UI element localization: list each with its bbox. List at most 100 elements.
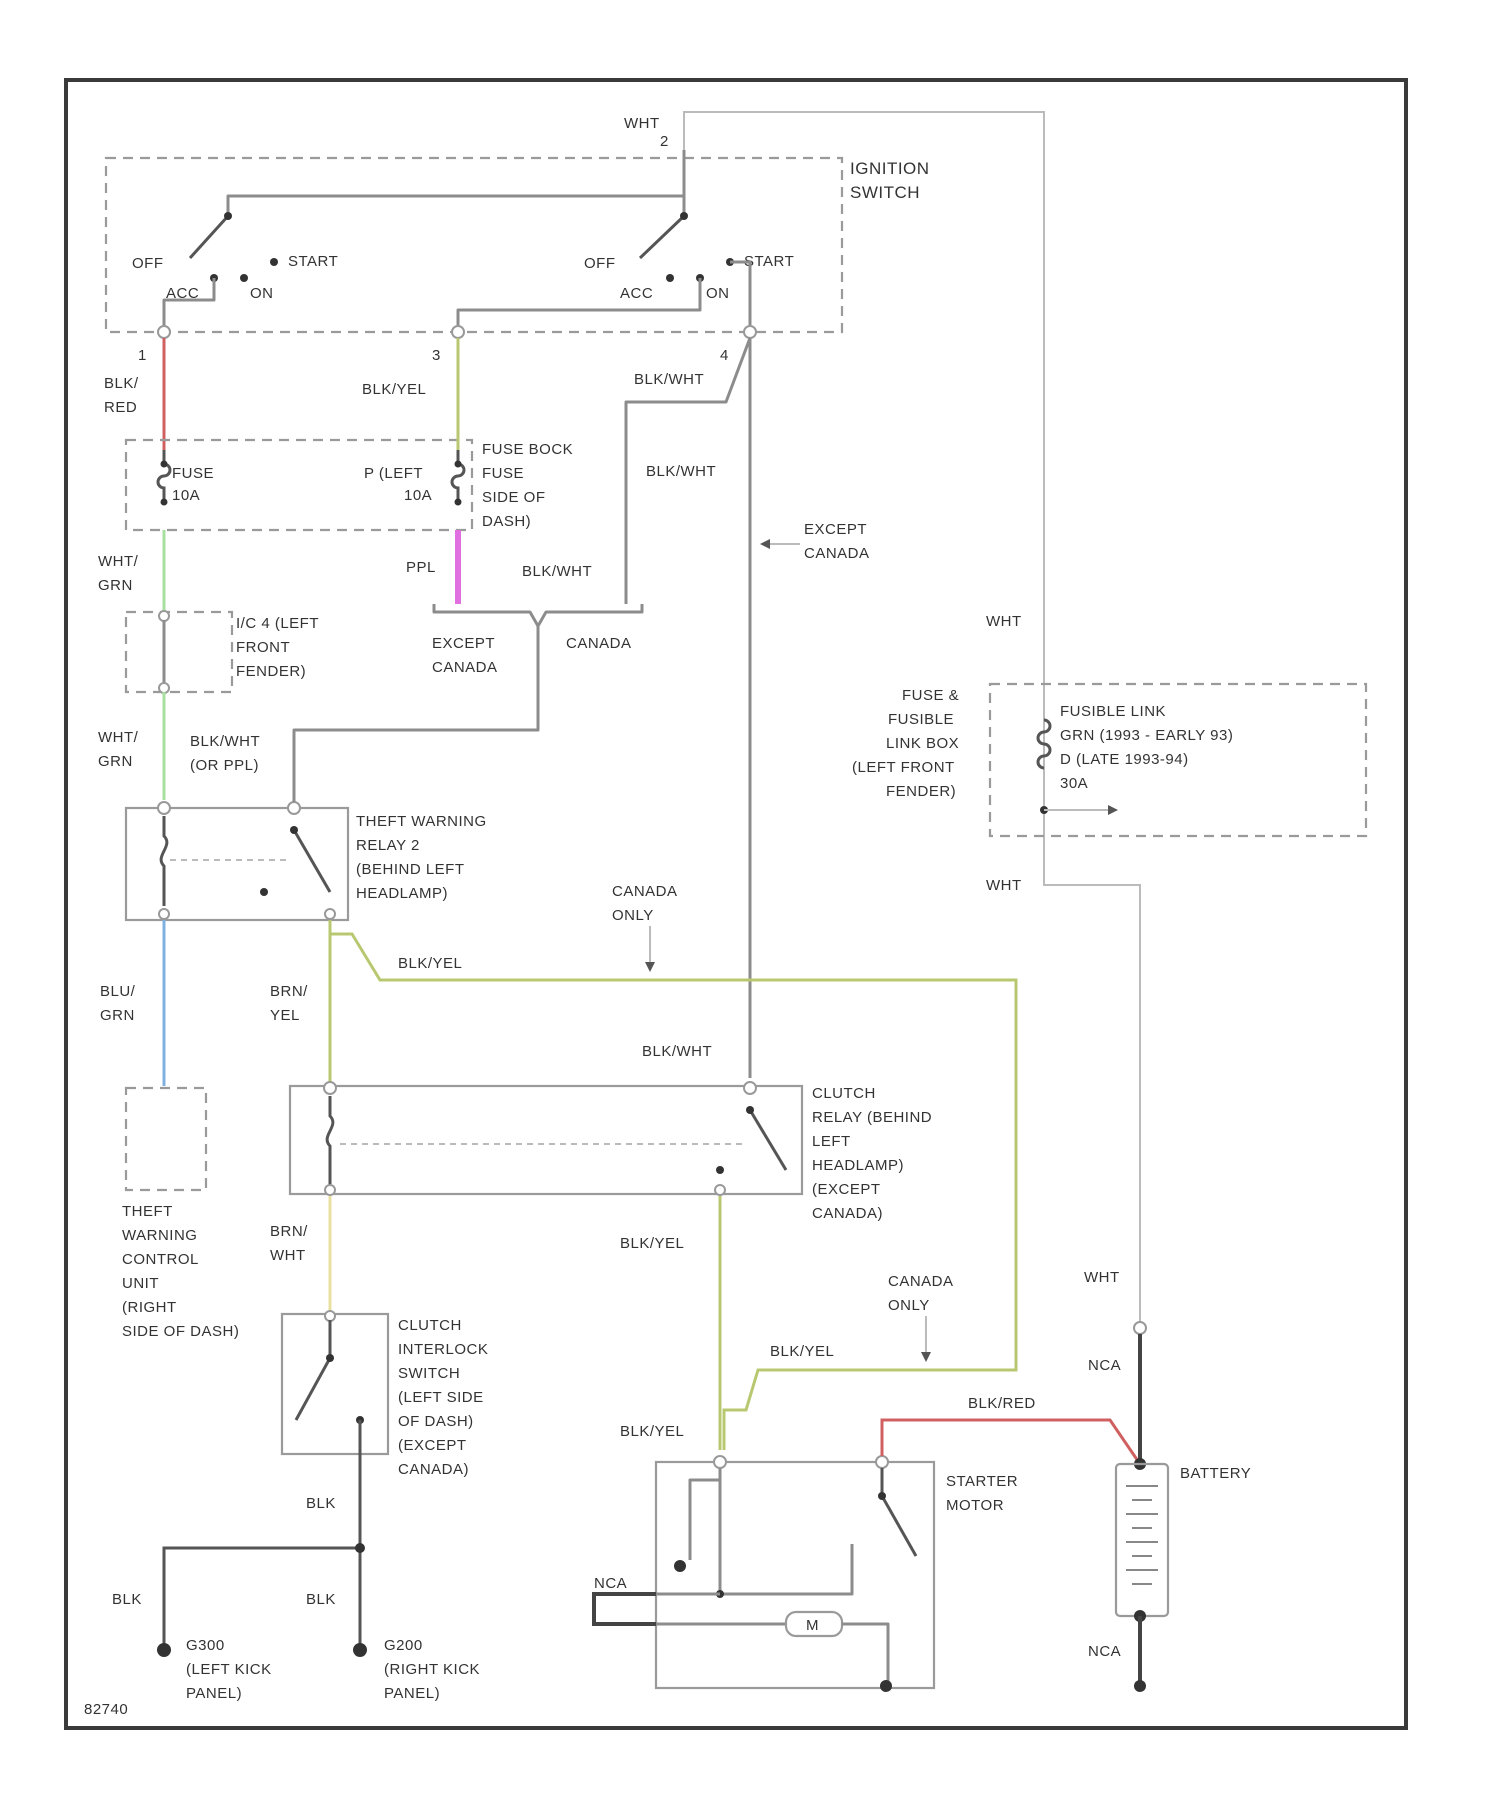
theft-relay-label: THEFT WARNING RELAY 2 (BEHIND LEFT HEADL…	[356, 813, 491, 902]
except-canada-right-label: EXCEPT CANADA	[804, 521, 871, 562]
pin-3-label: 3	[432, 347, 441, 364]
switch-pivot-1	[224, 212, 232, 220]
battery-label: BATTERY	[1180, 1465, 1251, 1482]
blk-wht-or-ppl-label: BLK/WHT (OR PPL)	[190, 733, 265, 774]
switch-pivot-2	[680, 212, 688, 220]
ground-g200	[353, 1643, 367, 1657]
blk-wht-low-label: BLK/WHT	[642, 1043, 712, 1060]
starter-pin-s	[714, 1456, 726, 1468]
fuse-right-top-dot	[455, 461, 462, 468]
on-label-2: ON	[706, 285, 730, 302]
clutch-relay-pin-2	[744, 1082, 756, 1094]
clutch-relay-pin-1	[324, 1082, 336, 1094]
nca-top-label: NCA	[1088, 1357, 1121, 1374]
battery-connector	[1134, 1322, 1146, 1334]
pin-4-label: 4	[720, 347, 729, 364]
clutch-relay-pin-3	[325, 1185, 335, 1195]
ignition-switch-label: IGNITION SWITCH	[850, 159, 935, 202]
theft-relay-pivot	[290, 826, 298, 834]
theft-relay-pin-4	[325, 909, 335, 919]
clutch-relay-arm	[750, 1110, 786, 1170]
g-right-label: G200 (RIGHT KICK PANEL)	[384, 1637, 485, 1702]
blk-wht-top-label: BLK/WHT	[634, 371, 704, 388]
starter-hold-wire	[690, 1468, 720, 1560]
battery-ground	[1134, 1680, 1146, 1692]
blk-wht-mid-label: BLK/WHT	[646, 463, 716, 480]
blk-yel-low2-label: BLK/YEL	[770, 1343, 834, 1360]
ground-splice	[355, 1543, 365, 1553]
starter-pin-b	[876, 1456, 888, 1468]
start-label-1: START	[288, 253, 338, 270]
brn-wht-label: BRN/ WHT	[270, 1223, 313, 1264]
blk-red-battery-wire	[882, 1420, 1140, 1464]
ppl-label: PPL	[406, 559, 436, 576]
connector-label: I/C 4 (LEFT FRONT FENDER)	[236, 615, 323, 680]
connector-pin-bottom	[159, 683, 169, 693]
theft-relay-pin-3	[159, 909, 169, 919]
nca-left-label: NCA	[594, 1575, 627, 1592]
ignition-pin-3	[452, 326, 464, 338]
fuse-left-bottom-dot	[161, 499, 168, 506]
interlock-pivot	[326, 1354, 334, 1362]
ignition-bus	[228, 150, 684, 216]
clutch-relay-label: CLUTCH RELAY (BEHIND LEFT HEADLAMP) (EXC…	[812, 1085, 937, 1222]
fusible-link-label: FUSIBLE LINK GRN (1993 - EARLY 93) D (LA…	[1060, 703, 1238, 792]
blk-label-3: BLK	[306, 1591, 336, 1608]
theft-relay-pin-2	[288, 802, 300, 814]
clutch-relay-coil	[327, 1096, 333, 1186]
ignition-switch-arm-2	[640, 216, 684, 258]
theft-relay-pin-1	[158, 802, 170, 814]
starter-motor-label: STARTER MOTOR	[946, 1473, 1023, 1514]
canada-only-arrowhead-1	[645, 962, 655, 972]
acc-label-2: ACC	[620, 285, 653, 302]
blu-grn-label: BLU/ GRN	[100, 983, 140, 1024]
fuse-left-symbol	[158, 450, 170, 502]
nca-left-wire	[594, 1594, 656, 1624]
nca-bottom-label: NCA	[1088, 1643, 1121, 1660]
clutch-relay-pivot	[746, 1106, 754, 1114]
clutch-relay-pin-4	[715, 1185, 725, 1195]
wht-right-label-2: WHT	[986, 877, 1022, 894]
wht-batt-label: WHT	[1084, 1269, 1120, 1286]
theft-relay-arm	[294, 830, 330, 892]
pin-top-label: 2	[660, 133, 669, 150]
blk-label-1: BLK	[306, 1495, 336, 1512]
clutch-interlock-box	[282, 1314, 388, 1454]
wht-grn-label-1: WHT/ GRN	[98, 553, 143, 594]
fuse-block-box	[126, 440, 472, 530]
starter-motor-box	[656, 1462, 934, 1688]
connector-pin-top	[159, 611, 169, 621]
theft-relay-coil	[161, 816, 167, 906]
on-contact-1	[240, 274, 248, 282]
blk-wht-canada-label: BLK/WHT	[522, 563, 592, 580]
ignition-pin-1	[158, 326, 170, 338]
fuse-link-box-label: FUSE & FUSIBLE LINK BOX (LEFT FRONT FEND…	[852, 687, 964, 800]
on-label-1: ON	[250, 285, 274, 302]
starter-motor-return	[842, 1624, 888, 1684]
blk-label-2: BLK	[112, 1591, 142, 1608]
canada-only-label-1: CANADA ONLY	[612, 883, 681, 924]
blk-yel-starter-label: BLK/YEL	[620, 1423, 684, 1440]
clutch-relay-box	[290, 1086, 802, 1194]
starter-hold-ground	[674, 1560, 686, 1572]
wht-right-label-1: WHT	[986, 613, 1022, 630]
off-label-1: OFF	[132, 255, 164, 272]
theft-relay-contact	[260, 888, 268, 896]
blk-red-label: BLK/ RED	[104, 375, 143, 416]
interlock-arm	[296, 1358, 330, 1420]
clutch-relay-contact	[716, 1166, 724, 1174]
interlock-pin-top	[325, 1311, 335, 1321]
figure-id: 82740	[84, 1701, 128, 1718]
ignition-switch-box	[106, 158, 842, 332]
starter-pull-wire	[720, 1480, 852, 1594]
blk-wht-or-ppl-wire	[294, 626, 538, 802]
starter-solenoid-arm	[882, 1496, 916, 1556]
fusible-link-arrowhead	[1108, 805, 1118, 815]
pin-1-label: 1	[138, 347, 147, 364]
ignition-switch-arm-1	[190, 216, 228, 258]
fuse-right-bottom-dot	[455, 499, 462, 506]
battery-cells	[1126, 1486, 1158, 1584]
starter-ground	[880, 1680, 892, 1692]
except-canada-mid-label: EXCEPT CANADA	[432, 635, 499, 676]
